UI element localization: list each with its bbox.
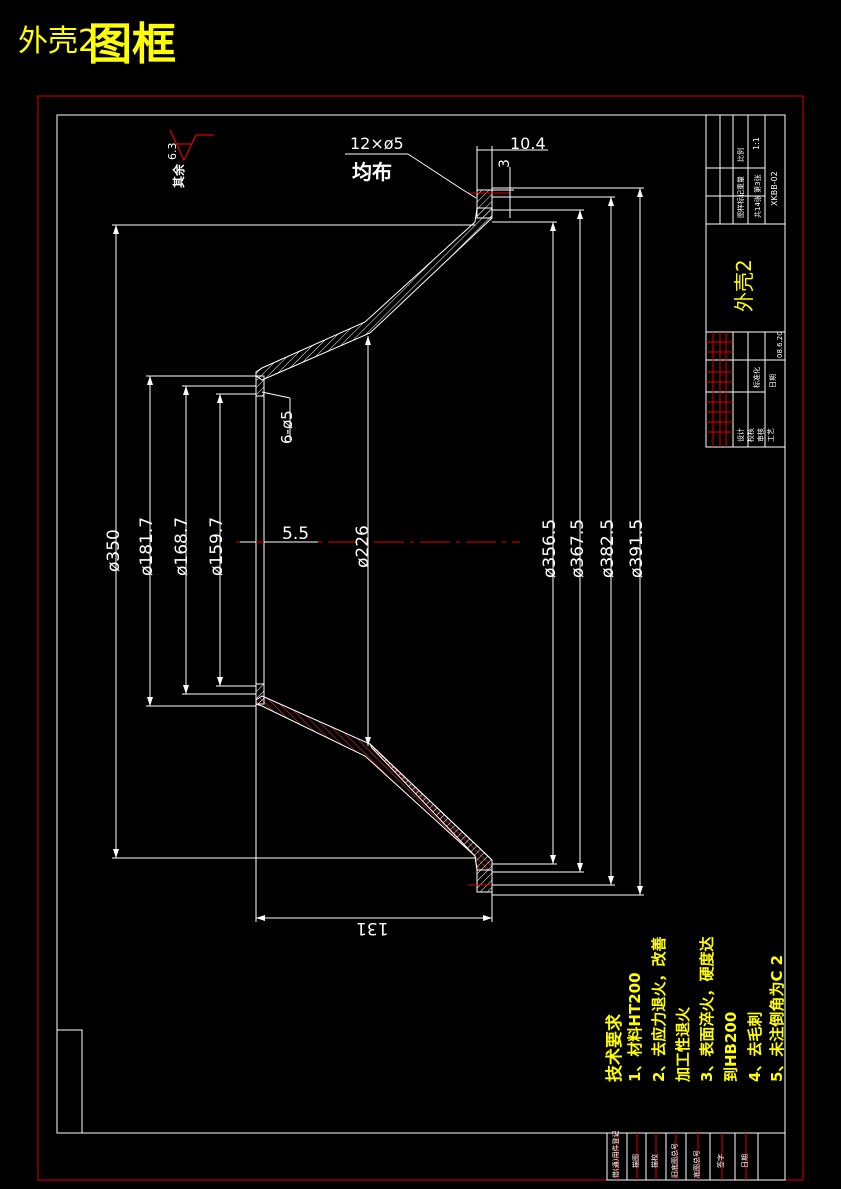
title-drawing-no: XKBB-02	[770, 171, 779, 206]
corner-box	[56, 1029, 83, 1134]
tech-req-line-3: 加工性退火	[674, 1006, 692, 1082]
title-upper-label-3: 比例	[737, 148, 745, 162]
hole-spec-distribution: 均布	[352, 160, 392, 184]
title-upper-label-2: 重量	[737, 176, 745, 190]
tech-req-line-5: 到HB200	[722, 1011, 740, 1082]
title-date: 08.6.20	[776, 331, 784, 358]
dim-d391-5: ø391.5	[627, 518, 647, 578]
strip-label-1: 借(通)用件登记	[612, 1130, 620, 1178]
title-upper-label-1: 图样标记	[737, 190, 745, 218]
dimension-lines	[112, 146, 644, 922]
arrow-heads	[113, 188, 643, 921]
tech-req-line-1: 1、材料HT200	[626, 972, 644, 1082]
dim-d367-5: ø367.5	[568, 518, 588, 578]
title-block	[705, 114, 786, 448]
dim-d181-7: ø181.7	[137, 516, 157, 576]
side-holes-label: 6-ø5	[278, 410, 296, 444]
title-part-name: 外壳2	[732, 259, 756, 312]
upper-wall	[255, 207, 493, 381]
tech-req-line-2: 2、去应力退火，改善	[650, 936, 668, 1082]
dim-d382-5: ø382.5	[598, 518, 618, 578]
strip-label-4: 旧底图总号	[671, 1143, 679, 1178]
hole-spec-count-size: 12×ø5	[350, 134, 404, 153]
title-process-col-2: 日期	[769, 374, 777, 388]
surface-finish-label: 其余	[172, 163, 186, 188]
tech-req-line-4: 3、表面淬火，硬度达	[698, 936, 716, 1082]
lower-wall-right	[369, 743, 493, 871]
lower-wall	[255, 695, 493, 871]
strip-label-3: 描校	[651, 1154, 659, 1168]
dim-length: 131	[356, 918, 389, 938]
outer-border	[37, 95, 804, 1181]
dim-flange-offset: 10.4	[510, 134, 546, 153]
sheet-title-part: 外壳2	[18, 24, 98, 59]
inner-frame	[56, 114, 786, 1134]
strip-label-2: 描图	[632, 1154, 640, 1168]
title-sheet: 共14张 第3张	[754, 174, 762, 218]
tech-req-heading: 技术要求	[605, 1014, 625, 1082]
title-lower-label-4: 工艺	[767, 428, 775, 442]
title-lower-label-3: 审核	[757, 428, 765, 442]
surface-finish-value: 6.3	[166, 142, 179, 161]
dim-d159-7: ø159.7	[207, 516, 227, 576]
title-block-red-grid	[706, 332, 733, 447]
title-lower-label-1: 设计	[737, 428, 745, 442]
surface-finish-symbol	[169, 129, 214, 162]
sheet-title-frame: 图框	[88, 19, 176, 70]
title-scale: 1:1	[752, 137, 761, 150]
strip-label-6: 签字	[717, 1154, 725, 1168]
bottom-strip	[606, 1132, 786, 1181]
dim-d350: ø350	[104, 529, 124, 572]
dim-d168-7: ø168.7	[172, 516, 192, 576]
tech-req-line-6: 4、去毛刺	[746, 1011, 764, 1082]
lower-flange	[476, 869, 493, 893]
dim-wall: 5.5	[282, 524, 310, 544]
tech-req-line-7: 5、未注倒角为C 2	[768, 954, 786, 1082]
dim-flange-thick: 3	[497, 159, 513, 168]
bottom-strip-red	[616, 1133, 747, 1180]
title-lower-label-2: 校核	[747, 428, 755, 442]
dim-d356-5: ø356.5	[540, 518, 560, 578]
strip-label-5: 底图总号	[693, 1150, 701, 1178]
title-process-col-1: 标准化	[753, 367, 761, 388]
dim-d226: ø226	[353, 525, 373, 568]
strip-label-7: 日期	[741, 1154, 749, 1168]
upper-flange	[476, 189, 493, 219]
